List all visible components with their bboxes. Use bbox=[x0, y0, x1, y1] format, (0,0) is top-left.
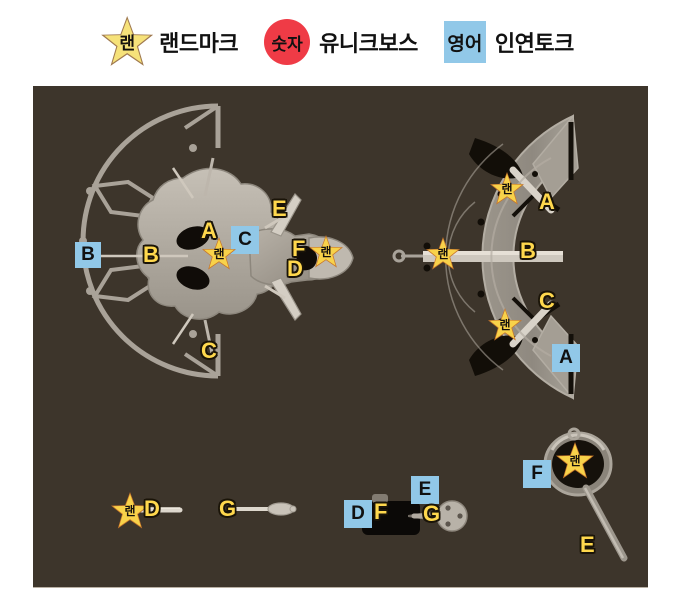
blue-box-icon-label: 영어 bbox=[447, 33, 483, 55]
legend-bar: 랜 랜드마크 숫자 유니크보스 영어 인연토크 bbox=[0, 0, 678, 84]
map-landmark-right-3-label: 랜 bbox=[499, 318, 511, 332]
item-talk-f[interactable]: F bbox=[523, 460, 551, 488]
item-landmark-star-d-label: 랜 bbox=[124, 504, 136, 518]
blue-box-icon: 영어 bbox=[443, 21, 486, 63]
map-label-right-c: C bbox=[539, 288, 555, 313]
legend-item-unique-boss: 숫자 유니크보스 bbox=[264, 19, 418, 65]
item-talk-e[interactable]: E bbox=[411, 476, 439, 504]
star-icon: 랜 bbox=[101, 16, 154, 66]
map-landmark-right-1-label: 랜 bbox=[501, 182, 513, 196]
map-landmark-right-2[interactable]: 랜 bbox=[426, 237, 460, 270]
red-circle-icon-label: 숫자 bbox=[271, 34, 303, 54]
item-label-e-mirror: E bbox=[580, 532, 595, 557]
legend-item-landmark: 랜 랜드마크 bbox=[101, 16, 239, 66]
map-landmark-right-3[interactable]: 랜 bbox=[488, 308, 522, 341]
item-landmark-mirror-label: 랜 bbox=[569, 454, 581, 468]
item-talk-d[interactable]: D bbox=[344, 500, 372, 528]
map-landmark-left-1-label: 랜 bbox=[213, 247, 225, 261]
map-label-right-b: B bbox=[520, 238, 536, 263]
legend-label-landmark: 랜드마크 bbox=[159, 31, 239, 56]
map-label-left-b: B bbox=[143, 242, 159, 267]
item-landmark-star-d[interactable]: 랜 bbox=[111, 492, 149, 529]
star-icon-label: 랜 bbox=[119, 33, 135, 53]
map-talk-left-b[interactable]: B bbox=[75, 242, 101, 268]
item-label-f-key: F bbox=[374, 499, 388, 524]
map-talk-left-c[interactable]: C bbox=[231, 226, 259, 254]
legend-label-unique-boss: 유니크보스 bbox=[319, 31, 418, 56]
item-g-rod-graphic bbox=[233, 502, 297, 516]
map-label-left-c: C bbox=[201, 338, 217, 363]
map-landmark-right-1[interactable]: 랜 bbox=[490, 172, 524, 205]
item-mirror-graphic bbox=[543, 427, 628, 562]
item-label-g-key: G bbox=[423, 501, 441, 526]
map-landmark-left-2-label: 랜 bbox=[320, 245, 332, 259]
legend-item-talk: 영어 인연토크 bbox=[443, 21, 574, 63]
red-circle-icon: 숫자 bbox=[264, 19, 311, 65]
item-landmark-mirror[interactable]: 랜 bbox=[556, 442, 594, 479]
map-label-left-f: F bbox=[292, 236, 306, 261]
map-talk-right-a[interactable]: A bbox=[552, 344, 580, 372]
map-landmark-left-1[interactable]: 랜 bbox=[202, 237, 236, 270]
legend-label-talk: 인연토크 bbox=[494, 31, 574, 56]
right-fan-map-graphic bbox=[392, 114, 579, 400]
map-landmark-right-2-label: 랜 bbox=[437, 247, 449, 261]
item-label-d: D bbox=[144, 496, 160, 521]
item-label-g-rod: G bbox=[219, 496, 237, 521]
map-label-right-a: A bbox=[539, 189, 555, 214]
map-panel: A B C D E F B C 랜 랜 A B C A 랜 랜 랜 랜 D G … bbox=[33, 86, 648, 587]
map-label-left-e: E bbox=[272, 196, 287, 221]
map-label-left-d: D bbox=[287, 256, 303, 281]
map-landmark-left-2[interactable]: 랜 bbox=[309, 235, 343, 268]
map-label-left-a: A bbox=[201, 218, 217, 243]
item-key-graphic bbox=[362, 494, 468, 535]
